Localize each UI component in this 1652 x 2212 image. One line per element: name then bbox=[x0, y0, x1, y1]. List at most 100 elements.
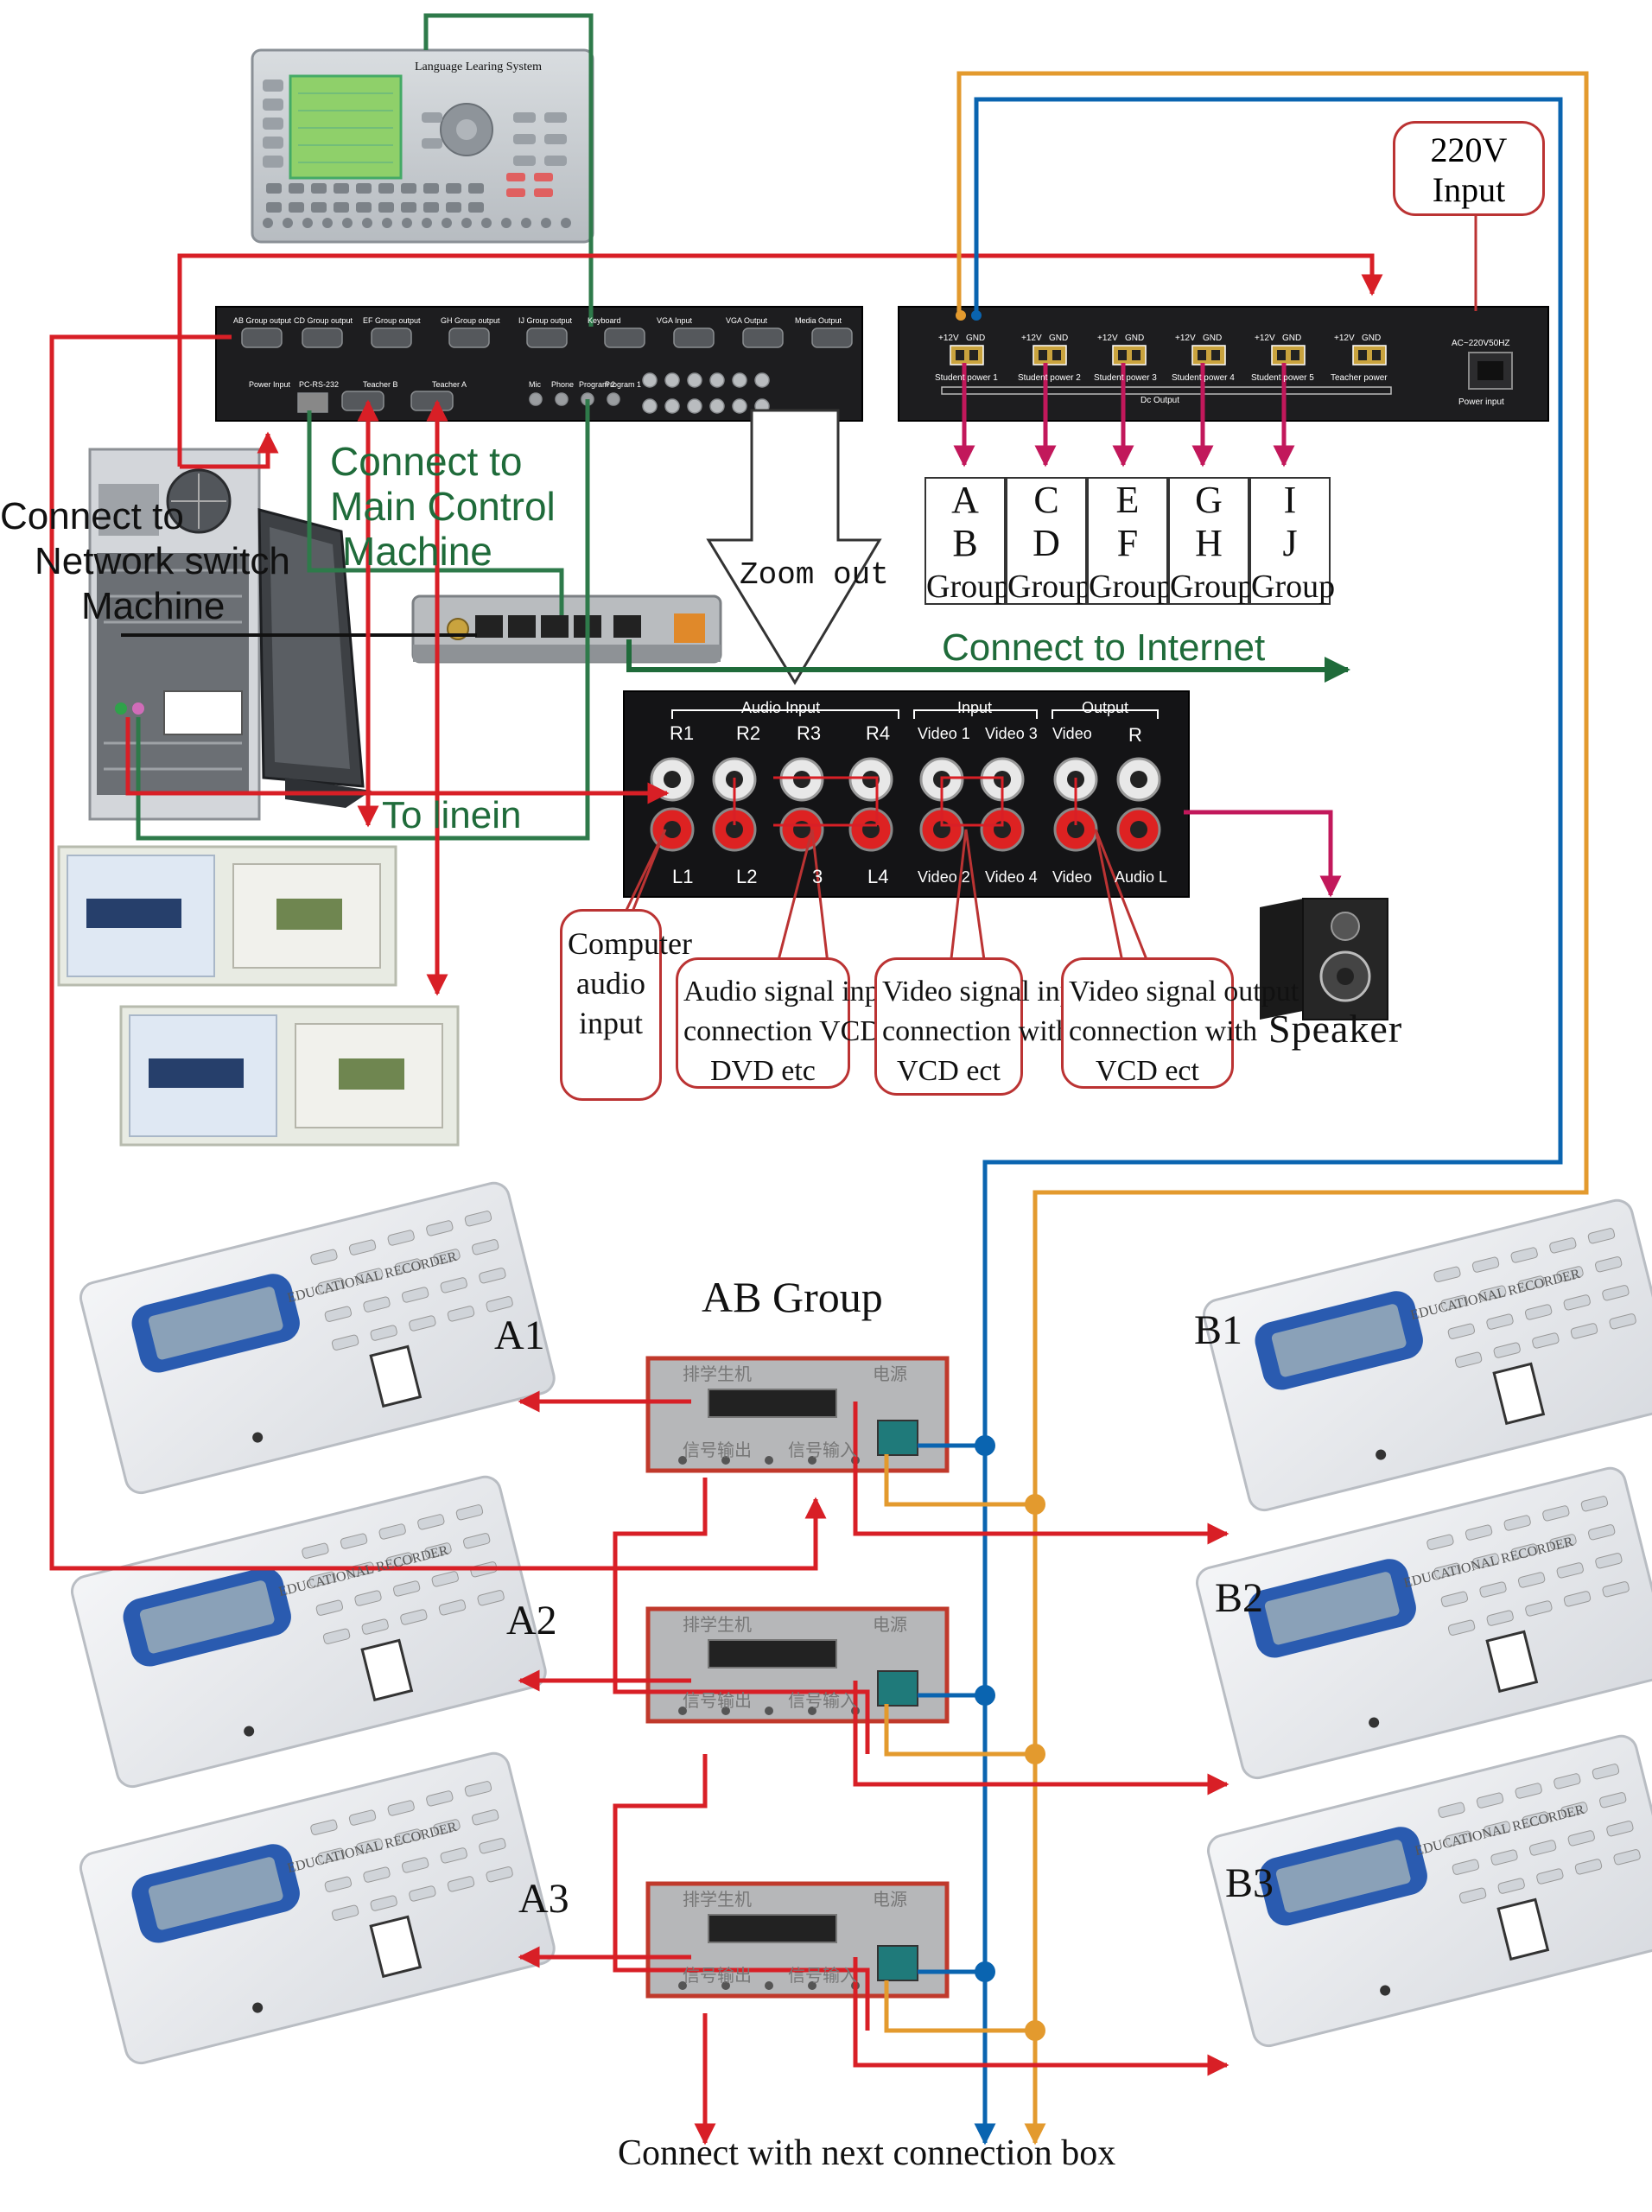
connect-main-line-2: Main Control bbox=[330, 484, 556, 529]
main-unit-bottom-label: Phone bbox=[551, 380, 575, 389]
ps-dc-output: Dc Output bbox=[1141, 396, 1180, 405]
bubble-line: audio bbox=[576, 966, 645, 1001]
group-box-line: I bbox=[1283, 479, 1297, 521]
network-switch bbox=[411, 594, 722, 664]
keyboard-cable bbox=[423, 13, 594, 327]
panel-label-l4: L4 bbox=[867, 866, 889, 887]
connection-box bbox=[645, 1356, 950, 1473]
main-unit-bottom-label: Program 1 bbox=[605, 380, 642, 389]
ps-port-label: Student power 2 bbox=[1018, 373, 1081, 383]
connect-network-label: Connect to Network switch Machine bbox=[0, 494, 328, 629]
main-unit-bottom-label: PC-RS-232 bbox=[299, 380, 340, 389]
bubble-line: connection VCD bbox=[683, 1015, 881, 1047]
ps-port-top: +12V GND bbox=[1175, 334, 1223, 343]
connect-main-label: Connect to Main Control Machine bbox=[330, 439, 556, 574]
wall-recorder-1 bbox=[57, 845, 397, 987]
box-label: 排学生机 bbox=[683, 1889, 752, 1910]
power-loop-cable bbox=[177, 253, 1383, 467]
control-keyboard bbox=[251, 48, 594, 244]
blue-power-cable bbox=[974, 97, 1563, 2145]
recorder-label: B1 bbox=[1194, 1307, 1243, 1353]
power-input-bubble: 220V Input bbox=[1393, 121, 1545, 216]
panel-label-l1: L1 bbox=[672, 866, 694, 887]
box-label: 信号输入 bbox=[788, 1690, 857, 1711]
power-input-voltage: 220V bbox=[1430, 130, 1508, 169]
connection-box bbox=[645, 1881, 950, 1999]
main-unit-top-label: CD Group output bbox=[294, 316, 353, 325]
group-box-line: C bbox=[1033, 479, 1059, 521]
panel-label-input: Input bbox=[957, 699, 993, 716]
main-unit-top-label: AB Group output bbox=[233, 316, 292, 325]
main-unit-top-label: VGA Output bbox=[726, 316, 768, 325]
main-unit-bottom-label: Mic bbox=[529, 380, 541, 389]
main-unit-bottom-label: Teacher B bbox=[363, 380, 398, 389]
ps-port-label: Student power 5 bbox=[1251, 373, 1314, 383]
ps-power-input: Power input bbox=[1458, 397, 1504, 407]
power-input-text: Input bbox=[1432, 170, 1506, 209]
group-box-line: E bbox=[1115, 479, 1140, 521]
box-label: 电源 bbox=[873, 1363, 907, 1384]
ps-port-top: +12V GND bbox=[1255, 334, 1302, 343]
educational-recorder bbox=[1206, 1734, 1652, 2048]
group-box-line: B bbox=[952, 522, 978, 564]
connect-main-line-1: Connect to bbox=[330, 439, 523, 484]
recorder-label: A1 bbox=[494, 1313, 545, 1358]
box-label: 信号输出 bbox=[683, 1690, 752, 1711]
panel-label-r4: R4 bbox=[866, 722, 891, 744]
bubble-line: input bbox=[578, 1006, 643, 1040]
panel-label-audio_input: Audio Input bbox=[741, 699, 821, 716]
group-box-line: J bbox=[1282, 522, 1298, 564]
panel-label-video1: Video 1 bbox=[918, 725, 970, 742]
panel-label-video_out2: Video bbox=[1052, 868, 1092, 886]
recorder-label: A3 bbox=[518, 1876, 569, 1922]
keyboard-title: Language Learing System bbox=[415, 60, 542, 73]
internet-cable bbox=[626, 639, 1350, 683]
connect-internet-label: Connect to Internet bbox=[942, 626, 1266, 669]
educational-recorder bbox=[1202, 1198, 1652, 1512]
group-box-line: Group bbox=[1251, 569, 1336, 605]
orange-power-cable bbox=[956, 71, 1589, 2145]
power-supply-unit bbox=[898, 306, 1549, 422]
zoom-out-label: Zoom out bbox=[740, 557, 889, 593]
ps-port-label: Teacher power bbox=[1331, 373, 1388, 383]
group-box-line: A bbox=[951, 479, 979, 521]
bubble-line: Audio signal input bbox=[683, 976, 903, 1007]
box-label: 信号输出 bbox=[683, 1965, 752, 1986]
recorder-label: B3 bbox=[1225, 1860, 1274, 1906]
group-box-line: G bbox=[1195, 479, 1223, 521]
next-box-label: Connect with next connection box bbox=[618, 2133, 1116, 2173]
educational-recorder bbox=[79, 1751, 556, 2065]
main-unit-top-label: IJ Group output bbox=[518, 316, 573, 325]
box-label: 排学生机 bbox=[683, 1363, 752, 1384]
box-label: 电源 bbox=[873, 1889, 907, 1910]
educational-recorder bbox=[70, 1475, 547, 1789]
linein-cable bbox=[136, 399, 590, 841]
bubble-line: VCD ect bbox=[1096, 1055, 1199, 1087]
connect-network-line-3: Machine bbox=[81, 585, 226, 627]
ps-port-top: +12V GND bbox=[938, 334, 986, 343]
box-label: 信号输出 bbox=[683, 1440, 752, 1460]
group-box-line: H bbox=[1195, 522, 1223, 564]
zoom-out-arrow bbox=[706, 409, 882, 685]
ps-ac-label: AC~220V50HZ bbox=[1452, 339, 1510, 348]
main-unit-bottom-label: Teacher A bbox=[432, 380, 467, 389]
main-unit-top-label: EF Group output bbox=[363, 316, 421, 325]
recorder-label: A2 bbox=[506, 1598, 557, 1643]
wall-recorder-2 bbox=[119, 1005, 460, 1147]
bubble-line: VCD ect bbox=[897, 1055, 1001, 1087]
ab-group-title: AB Group bbox=[702, 1273, 883, 1321]
panel-label-r_out: R bbox=[1128, 724, 1142, 746]
connect-main-line-3: Machine bbox=[342, 529, 492, 574]
recorder-label: B2 bbox=[1215, 1575, 1264, 1621]
panel-label-r1: R1 bbox=[670, 722, 695, 744]
panel-label-l2: L2 bbox=[736, 866, 758, 887]
group-box-line: D bbox=[1032, 522, 1060, 564]
